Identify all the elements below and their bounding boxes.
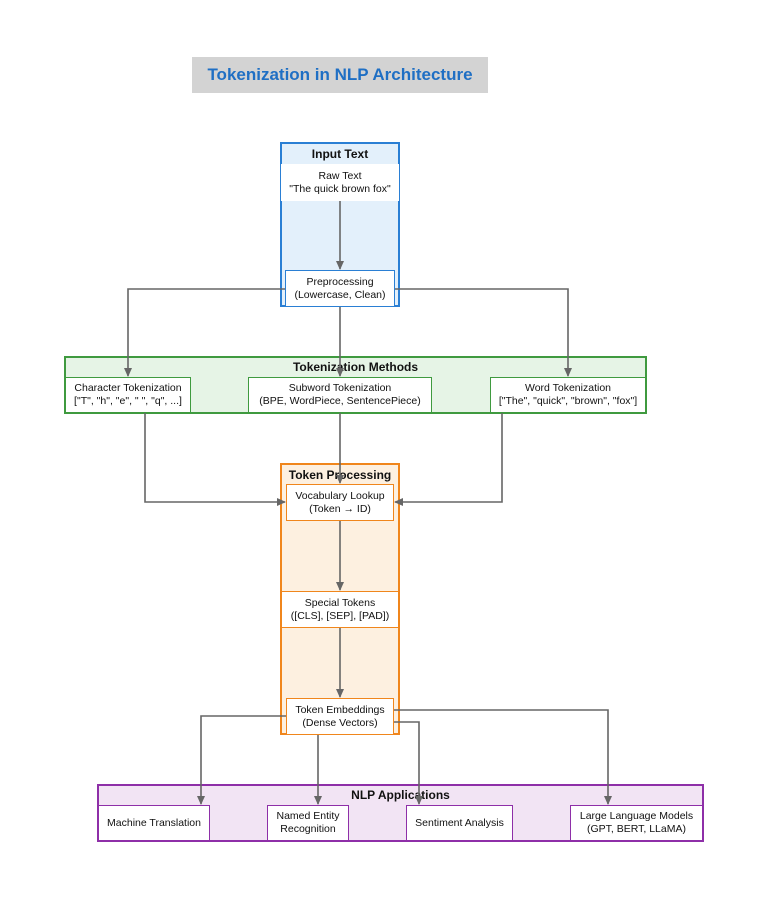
named-entity-recognition-node: Named Entity Recognition xyxy=(267,805,349,841)
sentiment-analysis-node: Sentiment Analysis xyxy=(406,805,513,841)
machine-translation-node: Machine Translation xyxy=(98,805,210,841)
arrow-embeddings-to-llm xyxy=(394,709,612,805)
subword-tokenization-example: (BPE, WordPiece, SentencePiece) xyxy=(259,395,421,407)
word-tokenization-node: Word Tokenization ["The", "quick", "brow… xyxy=(490,377,646,413)
arrow-embeddings-to-sentiment xyxy=(394,721,423,805)
character-tokenization-title: Character Tokenization xyxy=(74,382,182,395)
special-tokens-title: Special Tokens xyxy=(304,596,376,609)
preprocessing-node: Preprocessing (Lowercase, Clean) xyxy=(285,270,395,307)
token-embeddings-node: Token Embeddings (Dense Vectors) xyxy=(286,698,394,735)
character-tokenization-node: Character Tokenization ["T", "h", "e", "… xyxy=(65,377,191,413)
named-entity-recognition-line1: Named Entity xyxy=(276,810,340,823)
token-embeddings-detail: (Dense Vectors) xyxy=(302,716,378,729)
sentiment-analysis-title: Sentiment Analysis xyxy=(415,816,504,829)
raw-text-node: Raw Text "The quick brown fox" xyxy=(281,164,399,201)
input-text-label: Input Text xyxy=(311,147,369,161)
tokenization-methods-label: Tokenization Methods xyxy=(292,360,419,374)
preprocessing-title: Preprocessing xyxy=(306,275,374,288)
word-tokenization-title: Word Tokenization xyxy=(525,382,611,395)
vocabulary-lookup-title: Vocabulary Lookup xyxy=(295,489,385,502)
named-entity-recognition-line2: Recognition xyxy=(280,823,336,835)
arrow-preprocessing-to-word xyxy=(395,288,572,377)
arrow-embeddings-to-mt xyxy=(197,715,286,805)
word-tokenization-example: ["The", "quick", "brown", "fox"] xyxy=(498,395,638,407)
subword-tokenization-node: Subword Tokenization (BPE, WordPiece, Se… xyxy=(248,377,432,413)
arrow-character-to-vocab xyxy=(144,413,286,506)
diagram-title: Tokenization in NLP Architecture xyxy=(192,57,488,93)
arrow-word-to-vocab xyxy=(394,413,503,506)
large-language-models-detail: (GPT, BERT, LLaMA) xyxy=(586,823,686,835)
vocabulary-lookup-node: Vocabulary Lookup (Token → ID) xyxy=(286,484,394,521)
raw-text-example: "The quick brown fox" xyxy=(289,182,391,195)
machine-translation-title: Machine Translation xyxy=(107,816,201,829)
large-language-models-node: Large Language Models (GPT, BERT, LLaMA) xyxy=(570,805,703,841)
arrow-preprocessing-to-character xyxy=(124,288,285,377)
preprocessing-detail: (Lowercase, Clean) xyxy=(294,288,386,301)
special-tokens-node: Special Tokens ([CLS], [SEP], [PAD]) xyxy=(281,591,399,628)
token-embeddings-title: Token Embeddings xyxy=(295,703,385,716)
character-tokenization-example: ["T", "h", "e", " ", "q", ...] xyxy=(74,395,182,407)
large-language-models-title: Large Language Models xyxy=(579,810,694,823)
vocabulary-lookup-detail: (Token → ID) xyxy=(309,502,371,515)
nlp-applications-label: NLP Applications xyxy=(351,788,450,802)
special-tokens-detail: ([CLS], [SEP], [PAD]) xyxy=(290,609,390,622)
subword-tokenization-title: Subword Tokenization xyxy=(288,382,392,395)
raw-text-title: Raw Text xyxy=(318,169,362,182)
